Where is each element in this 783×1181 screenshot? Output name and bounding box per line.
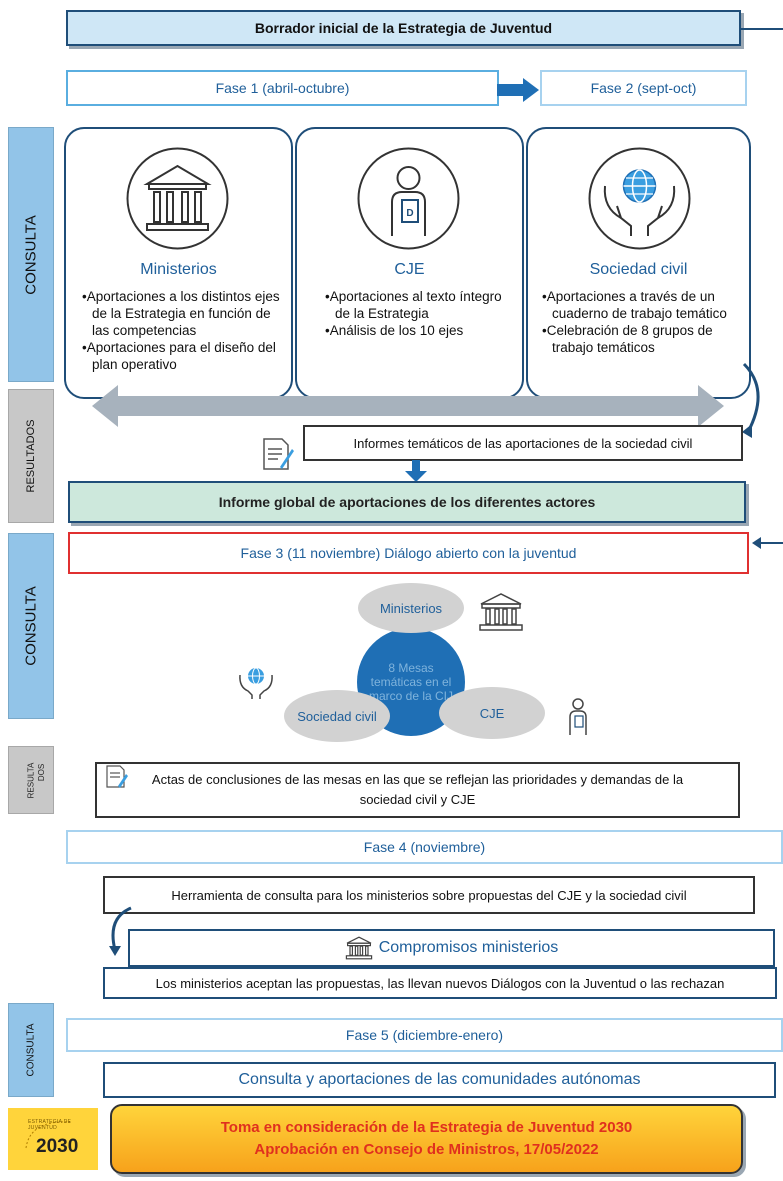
herramienta-box: Herramienta de consulta para los ministe…: [103, 876, 755, 914]
card-cje: D CJE •Aportaciones al texto íntegro de …: [295, 127, 524, 399]
bullet-item: •Aportaciones al texto íntegro de la Est…: [325, 289, 502, 321]
logo-arc: [25, 1121, 71, 1149]
actas-label: Actas de conclusiones de las mesas en la…: [151, 772, 684, 807]
logo-arc-text: ESTRATEGIA DE JUVENTUD: [28, 1119, 72, 1131]
phase-4-label: Fase 4 (noviembre): [363, 839, 486, 855]
curved-arrow-left-icon: [109, 906, 132, 956]
bullet-item: •Celebración de 8 grupos de trabajo temá…: [542, 323, 713, 355]
card-ministerios: Ministerios •Aportaciones a los distinto…: [64, 127, 293, 399]
final-line-2: Aprobación en Consejo de Ministros, 17/0…: [254, 1141, 599, 1158]
phase-3-box: Fase 3 (11 noviembre) Diálogo abierto co…: [68, 532, 749, 574]
card-title-cje: CJE: [394, 261, 425, 278]
phase-2-box: Fase 2 (sept-oct): [540, 70, 747, 106]
arrow-right-icon: [497, 78, 539, 102]
oval-ministerios: Ministerios: [358, 583, 464, 633]
final-line-1: Toma en consideración de la Estrategia d…: [220, 1119, 633, 1136]
compromisos-box: Compromisos ministerios: [128, 929, 775, 967]
card-bullets-sociedad-civil: •Aportaciones a través de un cuaderno de…: [542, 288, 742, 356]
card-bullets-ministerios: •Aportaciones a los distintos ejes de la…: [82, 288, 287, 373]
informe-global-label: Informe global de aportaciones de los di…: [218, 494, 596, 510]
person-book-icon: D: [357, 147, 460, 250]
mesas-center-label: 8 Mesas temáticas en el marco de la CIJ: [368, 661, 454, 703]
side-label-resultados: RESULTADOS: [8, 389, 54, 523]
phase-5-label: Fase 5 (diciembre-enero): [345, 1027, 504, 1043]
arrow-down-icon: [405, 460, 427, 482]
side-label-consulta-1: CONSULTA: [8, 127, 54, 382]
informes-tematicos-label: Informes temáticos de las aportaciones d…: [353, 435, 693, 451]
final-approval-box: Toma en consideración de la Estrategia d…: [110, 1104, 743, 1174]
phase-4-box: Fase 4 (noviembre): [66, 830, 783, 864]
hands-globe-icon: [588, 147, 691, 250]
building-tiny-icon: [345, 936, 372, 960]
header-connector-line: [741, 28, 783, 30]
card-bullets-cje: •Aportaciones al texto íntegro de la Est…: [325, 288, 515, 339]
hands-globe-small-icon: [239, 667, 273, 699]
bullet-item: •Análisis de los 10 ejes: [325, 323, 464, 338]
bullet-item: •Aportaciones a través de un cuaderno de…: [542, 289, 727, 321]
svg-text:D: D: [406, 208, 413, 219]
header-title: Borrador inicial de la Estrategia de Juv…: [254, 20, 553, 36]
bullet-item: •Aportaciones para el diseño del plan op…: [82, 340, 276, 372]
side-label-resultados-2-part2: DOS: [37, 763, 47, 782]
curved-arrow-icon: [742, 362, 760, 438]
compromisos-text-box: Los ministerios aceptan las propuestas, …: [103, 967, 777, 999]
compromisos-title: Compromisos ministerios: [378, 939, 559, 956]
phase-5-box: Fase 5 (diciembre-enero): [66, 1018, 783, 1052]
side-label-resultados-2: RESULTA: [8, 746, 54, 814]
oval-cje: CJE: [439, 687, 545, 739]
document-small-icon: [106, 765, 128, 788]
building-small-icon: [479, 593, 523, 631]
header-title-bar: Borrador inicial de la Estrategia de Juv…: [66, 10, 741, 46]
informe-global-bar: Informe global de aportaciones de los di…: [68, 481, 746, 523]
bullet-item: •Aportaciones a los distintos ejes de la…: [82, 289, 280, 338]
double-arrow-icon: [92, 385, 724, 427]
card-title-sociedad-civil: Sociedad civil: [589, 261, 688, 278]
phase-1-box: Fase 1 (abril-octubre): [66, 70, 499, 106]
logo-text: 2030: [36, 1136, 79, 1157]
logo-estrategia-2030: ESTRATEGIA DE JUVENTUD 2030: [8, 1108, 98, 1170]
consulta-ccaa-label: Consulta y aportaciones de las comunidad…: [238, 1071, 641, 1088]
phase-1-label: Fase 1 (abril-octubre): [215, 80, 350, 96]
building-icon: [126, 147, 229, 250]
phase-3-label: Fase 3 (11 noviembre) Diálogo abierto co…: [240, 545, 577, 561]
actas-box: Actas de conclusiones de las mesas en la…: [95, 762, 740, 818]
phase-2-label: Fase 2 (sept-oct): [590, 80, 697, 96]
side-label-consulta-2: CONSULTA: [8, 533, 54, 719]
side-label-consulta-3: CONSULTA: [8, 1003, 54, 1097]
compromisos-text: Los ministerios aceptan las propuestas, …: [155, 975, 725, 991]
consulta-ccaa-box: Consulta y aportaciones de las comunidad…: [103, 1062, 776, 1098]
card-title-ministerios: Ministerios: [140, 261, 217, 278]
arrow-left-icon: [752, 537, 783, 549]
document-icon: [263, 438, 294, 470]
herramienta-label: Herramienta de consulta para los ministe…: [171, 887, 687, 903]
card-sociedad-civil: Sociedad civil •Aportaciones a través de…: [526, 127, 751, 399]
oval-sociedad-civil: Sociedad civil: [284, 690, 390, 742]
informes-tematicos-box: Informes temáticos de las aportaciones d…: [303, 425, 743, 461]
person-book-small-icon: [569, 698, 587, 735]
